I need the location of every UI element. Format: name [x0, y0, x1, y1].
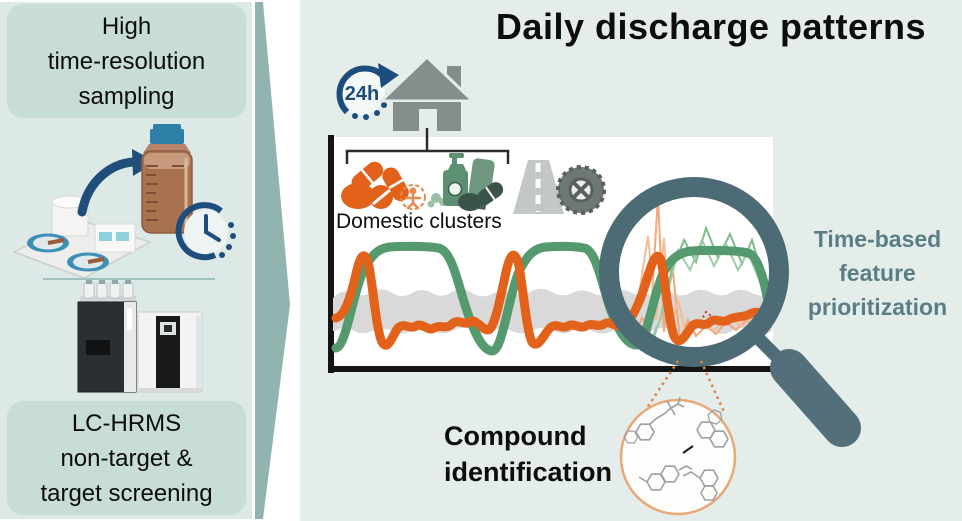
- bottom-box-line1: LC-HRMS: [71, 409, 182, 437]
- chevron-arrow-icon: [255, 2, 290, 519]
- compound-label-line2: identification: [444, 457, 612, 487]
- top-box-line1: High: [101, 12, 152, 40]
- compound-identification-label: Compound identification: [444, 418, 612, 490]
- top-box-line3: sampling: [78, 82, 175, 110]
- time-label-line2: feature: [839, 260, 916, 286]
- house-icon: [377, 54, 477, 131]
- domestic-clusters-label: Domestic clusters: [336, 210, 502, 233]
- magnifying-glass-icon: [599, 177, 861, 447]
- tire-icon: [556, 165, 606, 215]
- chart-y-axis: [328, 135, 334, 373]
- cluster-bracket: [345, 128, 510, 164]
- top-box-line2: time-resolution: [47, 47, 206, 75]
- clock-icon: [175, 202, 236, 261]
- person-icon: [400, 184, 426, 210]
- lc-hrms-instrument-icon: [77, 280, 203, 393]
- dotted-funnel: [641, 360, 727, 415]
- molecule-structures: [623, 396, 729, 501]
- bottom-box-line2: non-target &: [60, 444, 193, 472]
- bottom-box-line3: target screening: [40, 479, 213, 507]
- compound-circle: [619, 396, 737, 516]
- lc-hrms-box: LC-HRMS non-target & target screening: [7, 401, 246, 515]
- time-label-line3: prioritization: [807, 294, 948, 320]
- orange-series: [331, 250, 777, 350]
- green-series: [331, 241, 775, 356]
- compound-label-line1: Compound: [444, 421, 587, 451]
- high-time-resolution-box: High time-resolution sampling: [7, 4, 246, 118]
- page-title: Daily discharge patterns: [495, 6, 927, 47]
- road-icon: [513, 160, 564, 214]
- personal-care-icon: [427, 153, 504, 211]
- time-based-prioritization-label: Time-based feature prioritization: [793, 222, 962, 324]
- time-label-line1: Time-based: [813, 226, 942, 252]
- clock-badge-label: 24h: [345, 83, 379, 105]
- 24h-cycle-icon: 24h: [336, 63, 399, 120]
- chart-x-axis: [328, 366, 773, 372]
